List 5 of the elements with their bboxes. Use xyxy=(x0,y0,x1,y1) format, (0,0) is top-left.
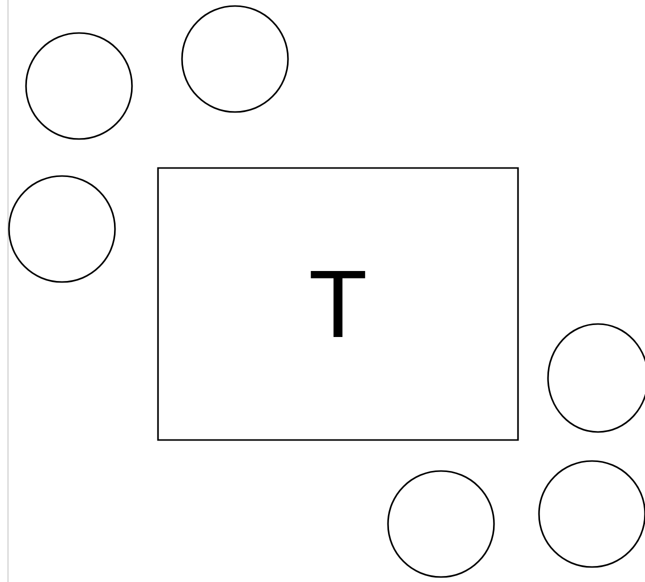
circle-shape xyxy=(25,32,133,140)
circle-shape xyxy=(8,175,116,283)
circle-shape xyxy=(387,470,495,578)
text-box: T xyxy=(157,167,519,441)
circle-shape xyxy=(181,5,289,113)
